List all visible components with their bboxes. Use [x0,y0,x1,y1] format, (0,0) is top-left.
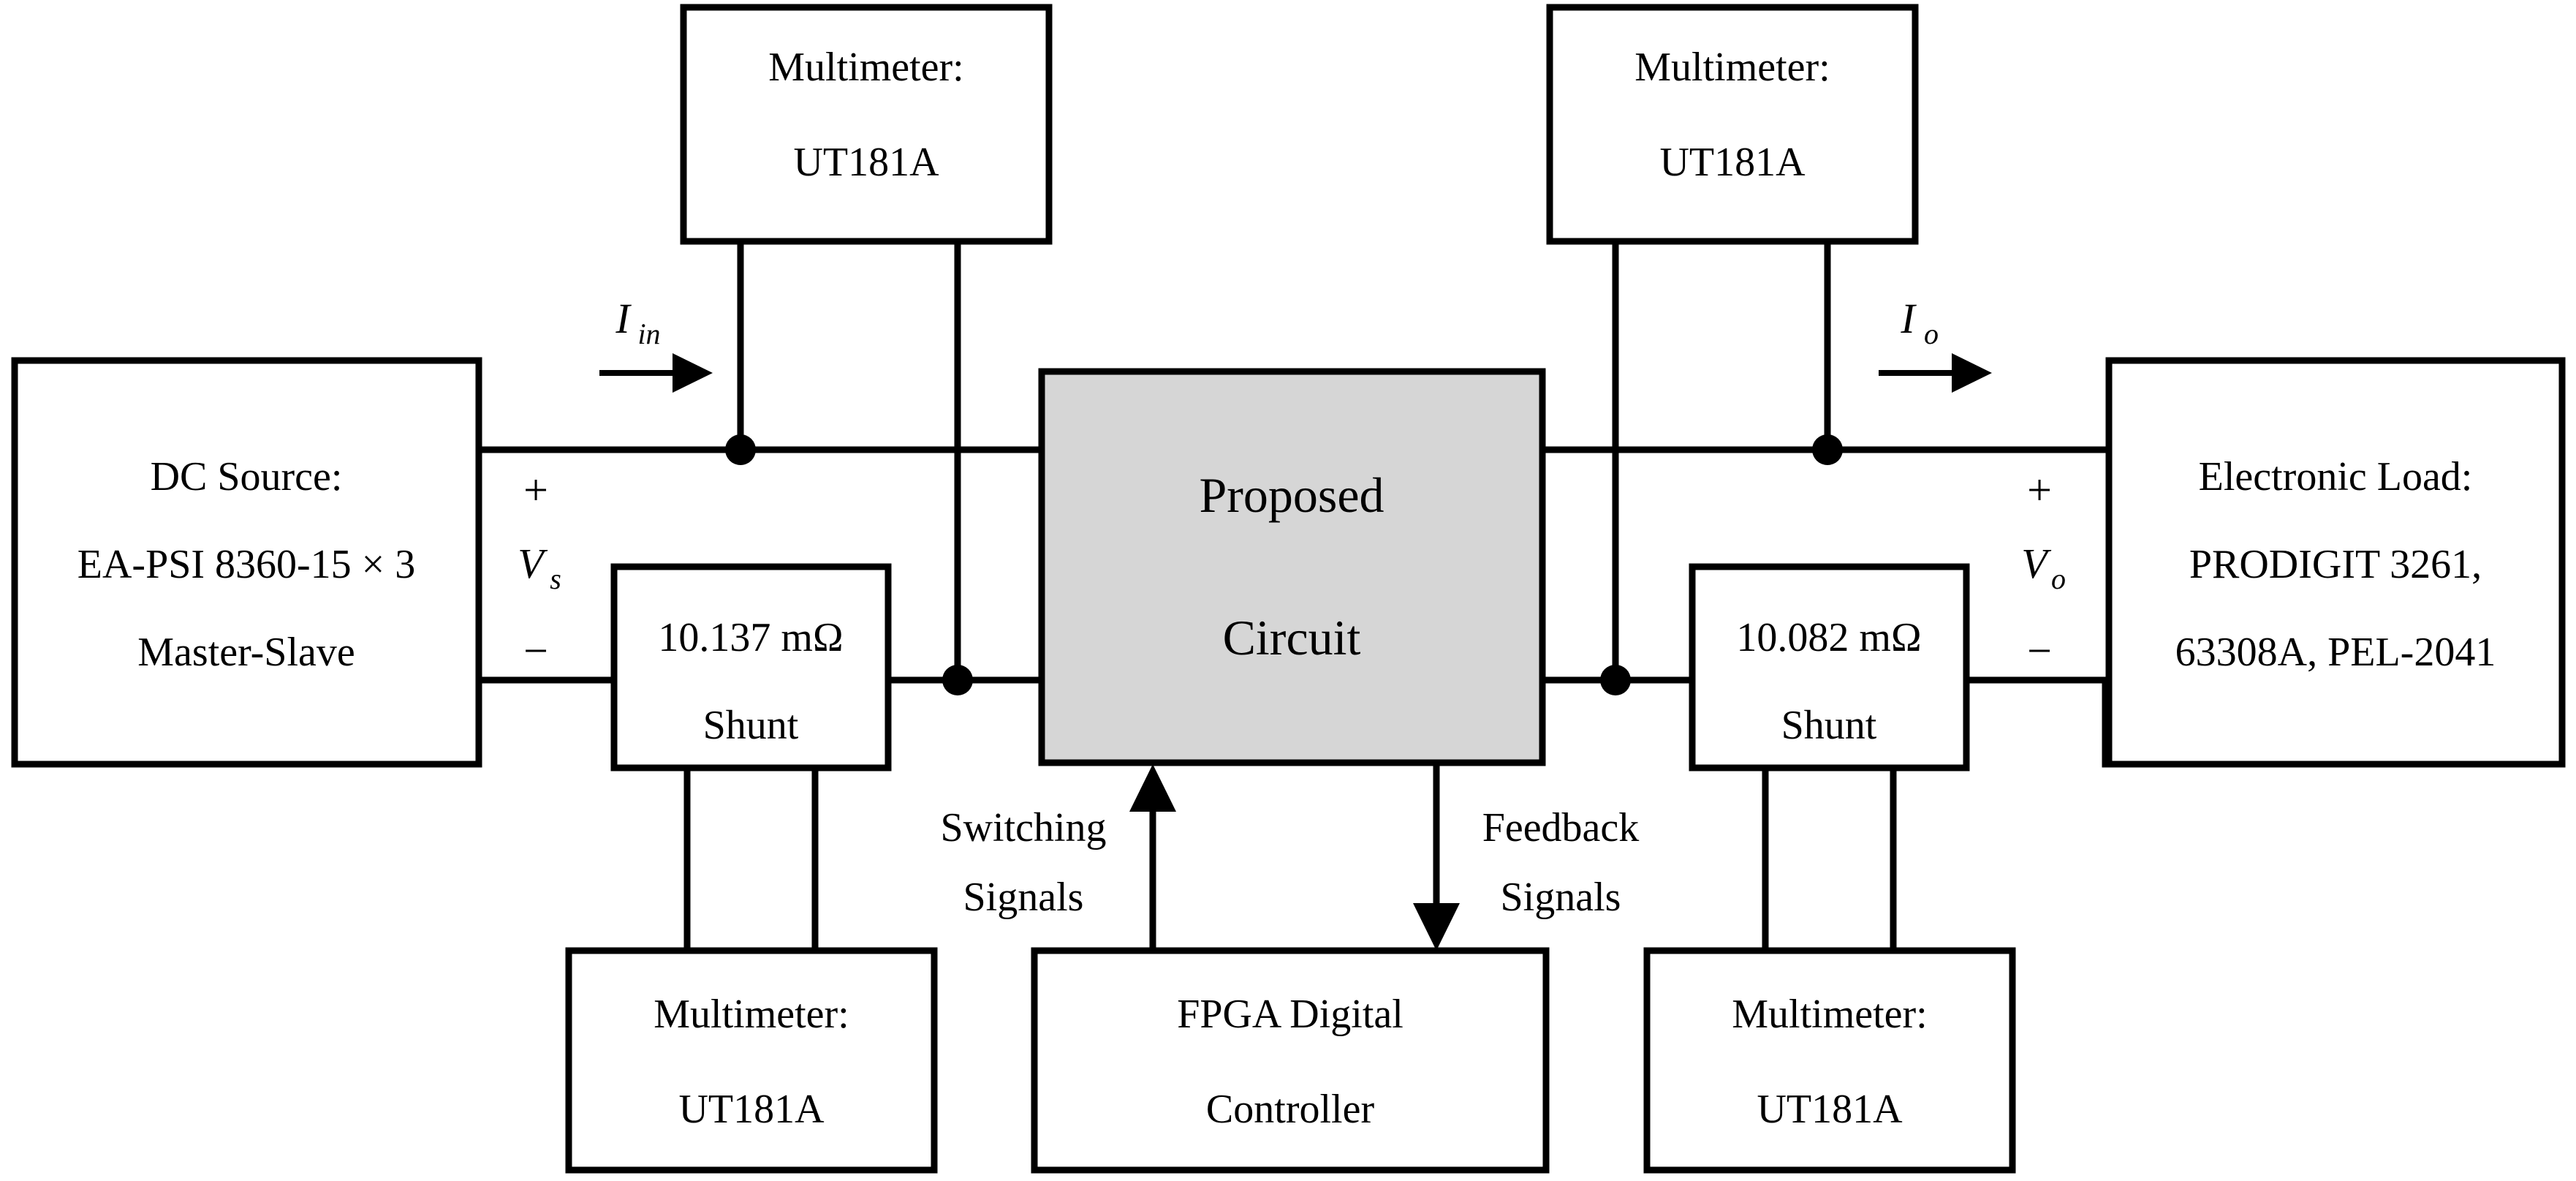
multimeter-bottom-right-line2: UT181A [1757,1087,1903,1132]
output-current-symbol: I [1900,295,1917,342]
junction-dot-output-bottom [1600,665,1631,695]
multimeter-bottom-left-line1: Multimeter: [654,992,849,1037]
input-plus-sign: + [523,466,548,514]
block-multimeter-bottom-right[interactable]: Multimeter: UT181A [1643,947,2016,1174]
switching-signals-arrowhead [1129,764,1176,812]
electronic-load-line3: 63308A, PEL-2041 [2175,630,2496,675]
multimeter-top-right-line2: UT181A [1659,140,1806,185]
feedback-signals-line1: Feedback [1482,805,1640,850]
output-voltage-symbol: V [2021,540,2052,587]
wire-shunt-out-to-load [1963,676,2109,768]
shunt-output-label: Shunt [1781,703,1877,748]
label-output-voltage: V o [2021,540,2066,595]
output-current-arrowhead [1952,353,1992,393]
input-current-symbol: I [615,295,632,342]
block-proposed-circuit[interactable]: Proposed Circuit [1038,368,1546,766]
input-current-arrowhead [673,353,713,393]
dc-source-line2: EA-PSI 8360-15 × 3 [77,542,415,587]
output-current-subscript: o [1924,317,1939,350]
multimeter-top-left-line2: UT181A [793,140,939,185]
feedback-signals-arrowhead [1413,903,1460,951]
shunt-input-label: Shunt [703,703,799,748]
output-minus-sign: − [2027,627,2052,675]
switching-signals-line1: Switching [940,805,1106,850]
block-electronic-load[interactable]: Electronic Load: PRODIGIT 3261, 63308A, … [2105,357,2566,768]
input-minus-sign: − [523,627,548,675]
fpga-line2: Controller [1206,1087,1375,1132]
block-multimeter-top-right[interactable]: Multimeter: UT181A [1546,4,1919,245]
label-source-voltage: V s [518,540,561,595]
source-voltage-symbol: V [518,540,548,587]
block-dc-source[interactable]: DC Source: EA-PSI 8360-15 × 3 Master-Sla… [11,357,482,768]
dc-source-line1: DC Source: [151,454,343,499]
multimeter-bottom-right-line1: Multimeter: [1732,992,1928,1037]
block-multimeter-top-left[interactable]: Multimeter: UT181A [680,4,1053,245]
shunt-output-value: 10.082 mΩ [1736,615,1921,660]
proposed-circuit-line2: Circuit [1223,610,1361,665]
shunt-input-value: 10.137 mΩ [658,615,843,660]
junction-dot-input-top [725,434,756,465]
electronic-load-line1: Electronic Load: [2199,454,2473,499]
electronic-load-line2: PRODIGIT 3261, [2189,542,2482,587]
label-input-current: I in [615,295,660,350]
multimeter-bottom-left-line2: UT181A [678,1087,825,1132]
source-voltage-subscript: s [550,562,561,595]
feedback-signals-line2: Signals [1501,875,1621,920]
switching-signals-line2: Signals [963,875,1084,920]
output-voltage-subscript: o [2051,562,2066,595]
dc-source-line3: Master-Slave [137,630,355,675]
output-plus-sign: + [2027,466,2052,514]
fpga-line1: FPGA Digital [1177,992,1403,1037]
wire-input-bottom-to-shunt [471,676,618,768]
proposed-circuit-line1: Proposed [1199,467,1384,523]
block-shunt-input[interactable]: 10.137 mΩ Shunt [610,563,892,771]
junction-dot-output-top [1812,434,1843,465]
label-output-current: I o [1900,295,1939,350]
junction-dot-input-bottom [942,665,973,695]
input-current-subscript: in [637,317,660,350]
block-fpga-controller[interactable]: FPGA Digital Controller [1031,947,1550,1174]
label-feedback-signals: Feedback Signals [1482,805,1640,920]
multimeter-top-right-line1: Multimeter: [1634,45,1830,90]
label-switching-signals: Switching Signals [940,805,1106,920]
block-multimeter-bottom-left[interactable]: Multimeter: UT181A [565,947,938,1174]
block-shunt-output[interactable]: 10.082 mΩ Shunt [1689,563,1970,771]
multimeter-top-left-line1: Multimeter: [768,45,964,90]
